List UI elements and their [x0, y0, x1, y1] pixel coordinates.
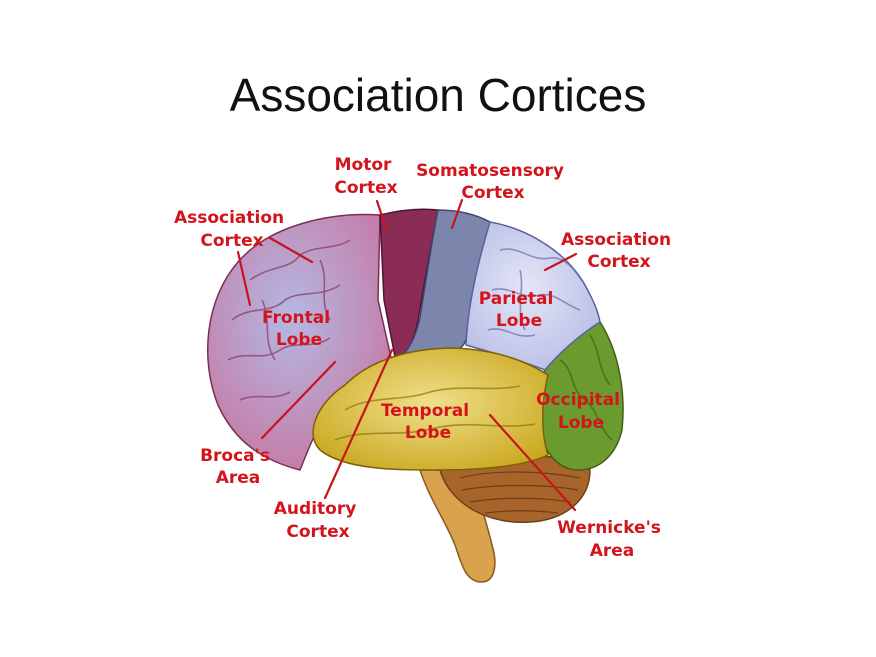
label-wernickes-area: Wernicke's Area	[557, 518, 667, 561]
label-auditory-cortex: Auditory Cortex	[274, 499, 362, 542]
label-brocas-area: Broca's Area	[200, 446, 276, 488]
label-motor-cortex: Motor Cortex	[334, 155, 397, 198]
label-somatosensory-cortex: Somatosensory Cortex	[416, 161, 570, 203]
label-association-cortex-right: Association Cortex	[561, 230, 677, 272]
